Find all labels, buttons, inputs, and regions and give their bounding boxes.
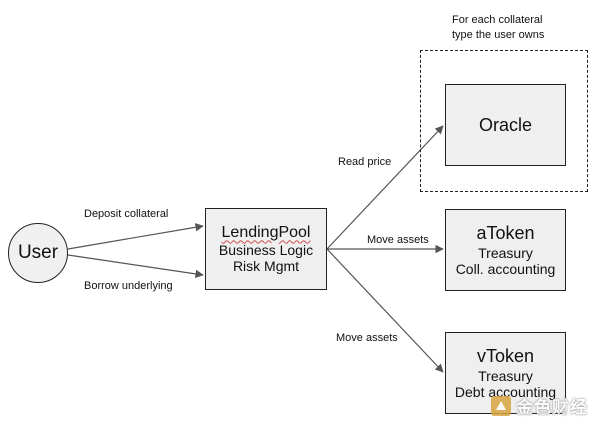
collateral-note-line2: type the user owns [452,28,545,41]
lending-pool-line1: Business Logic [218,242,314,259]
edge-deposit [67,223,204,250]
collateral-note: For each collateral type the user owns [452,13,544,43]
edge-label-read-price: Read price [338,156,392,168]
user-node: User [8,223,68,283]
lending-pool-title: LendingPool [221,223,311,241]
lending-pool-node: LendingPool Business Logic Risk Mgmt [205,208,327,290]
edge-label-move-assets-atoken: Move assets [367,234,429,246]
oracle-label: Oracle [478,114,532,135]
edge-borrow [67,254,204,279]
vtoken-title: vToken [476,345,535,366]
oracle-node: Oracle [445,84,566,166]
user-label: User [17,242,59,264]
collateral-note-line1: For each collateral [452,14,543,26]
atoken-node: aToken Treasury Coll. accounting [445,209,566,291]
lending-pool-line2: Risk Mgmt [232,258,300,275]
atoken-title: aToken [476,222,535,243]
edge-label-borrow: Borrow underlying [84,280,173,292]
watermark-logo-icon [491,395,511,416]
collateral-group-box [420,50,588,192]
edge-label-deposit: Deposit collateral [84,208,169,220]
vtoken-line2: Debt accounting [454,384,557,401]
vtoken-line1: Treasury [478,368,533,385]
watermark: 金色财经 [490,393,588,418]
atoken-line2: Coll. accounting [455,261,556,278]
edge-label-move-assets-vtoken: Move assets [336,332,398,344]
atoken-line1: Treasury [478,245,533,262]
watermark-text: 金色财经 [516,398,588,418]
edge-read-price [326,125,444,250]
edge-move-assets-vtoken [326,248,444,373]
